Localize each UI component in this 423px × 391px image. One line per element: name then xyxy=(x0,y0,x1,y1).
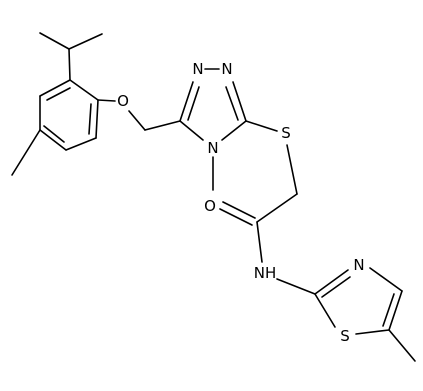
atom-label-carbonyl-oxygen: O xyxy=(204,197,216,215)
bond-ch2-to-carbonyl xyxy=(256,193,298,223)
bond-thiazole-c5-s1 xyxy=(355,329,390,335)
bond-benzene-4-inner xyxy=(43,125,65,143)
bond-carbonyl-double-1 xyxy=(222,201,256,219)
atom-label-triazole-n4: N xyxy=(207,139,218,157)
bond-thiazole-c4-c5-inner xyxy=(382,293,395,327)
bond-aryl-to-oxygen xyxy=(97,99,116,102)
bond-sulfur-to-ch2 xyxy=(286,144,298,195)
bond-thiazole-c4-c5 xyxy=(388,290,403,331)
bond-triazole-c3-n2 xyxy=(179,81,194,122)
atom-label-ether-oxygen: O xyxy=(117,92,129,110)
bond-isopropyl-to-ring xyxy=(68,48,71,81)
atom-label-amide-nh: NH xyxy=(254,264,277,282)
bond-carbonyl-to-nh xyxy=(256,221,263,263)
bond-isopropyl-methyl-right xyxy=(68,33,103,50)
bond-thiazole-s1-c2 xyxy=(314,293,336,328)
bond-thiazole-n3-c4 xyxy=(369,267,403,292)
bond-carbonyl-double-2 xyxy=(219,208,253,226)
bond-nh-to-thiazole xyxy=(276,278,316,295)
atom-label-triazole-n1: N xyxy=(221,60,232,78)
bond-thiazole-c2-n3 xyxy=(314,269,349,295)
bond-benzene-6 xyxy=(39,79,71,97)
bond-triazole-to-sulfur xyxy=(245,120,278,132)
bond-triazole-c5-n4 xyxy=(221,120,247,141)
bond-triazole-n1-c5-inner xyxy=(225,86,239,121)
bond-oxygen-to-ch2 xyxy=(128,110,146,131)
bond-group xyxy=(11,32,416,362)
bond-benzene-6-inner xyxy=(46,87,71,101)
atom-label-thioether-sulfur: S xyxy=(281,124,291,142)
bond-benzene-4 xyxy=(39,129,67,151)
bond-triazole-n4-c3 xyxy=(179,120,204,141)
bond-aryl-methyl xyxy=(11,129,41,176)
bond-triazole-c3-n2-inner xyxy=(187,86,200,121)
bond-benzene-2 xyxy=(95,99,99,139)
bond-triazole-n1-c5 xyxy=(232,81,247,122)
atom-label-thiazole-s: S xyxy=(340,327,350,345)
bond-benzene-1 xyxy=(69,79,99,101)
bond-ch2-to-triazole xyxy=(144,120,181,131)
atom-label-thiazole-n: N xyxy=(353,256,364,274)
atom-label-group: O N N N S O NH N S xyxy=(117,60,365,345)
bond-isopropyl-methyl-left xyxy=(39,32,70,50)
bond-thiazole-c2-n3-inner xyxy=(321,276,351,298)
bond-benzene-3 xyxy=(65,137,97,151)
bond-benzene-2-inner xyxy=(88,103,92,135)
atom-label-triazole-n2: N xyxy=(192,60,203,78)
bond-thiazole-methyl xyxy=(388,329,416,362)
